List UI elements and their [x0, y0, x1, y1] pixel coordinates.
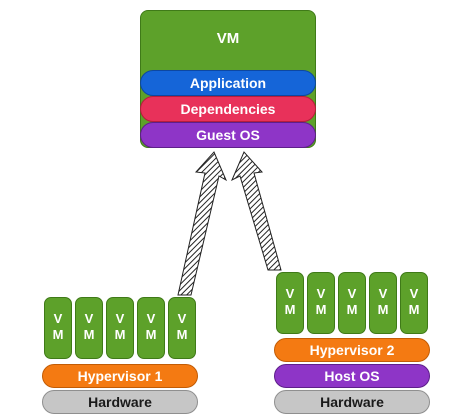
hypervisor-2-layer: Hypervisor 2 — [274, 338, 430, 362]
arrow-left — [177, 151, 228, 296]
arrow-right — [231, 151, 282, 271]
application-layer: Application — [140, 70, 316, 96]
guest-os-layer: Guest OS — [140, 122, 316, 148]
hypervisor-1-layer: Hypervisor 1 — [42, 364, 198, 388]
hardware-left-layer: Hardware — [42, 390, 198, 414]
dependencies-layer: Dependencies — [140, 96, 316, 122]
vm-title: VM — [216, 30, 240, 47]
hardware-right-layer: Hardware — [274, 390, 430, 414]
host-os-layer: Host OS — [274, 364, 430, 388]
